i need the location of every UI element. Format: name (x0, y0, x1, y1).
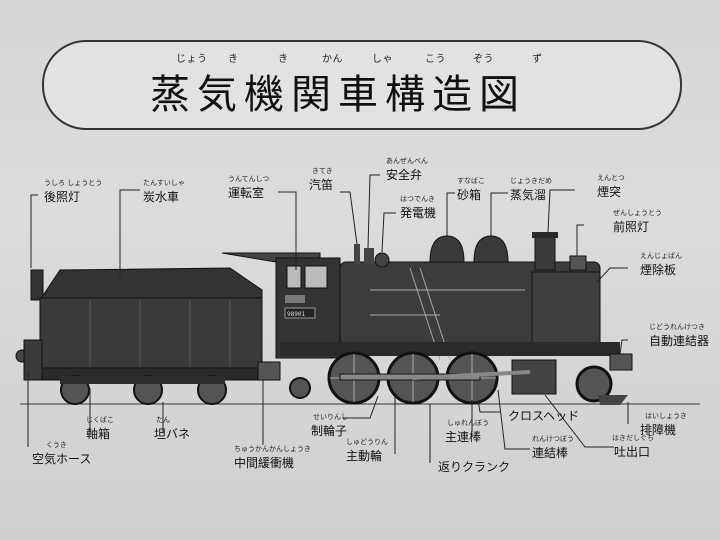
label-ruby: ちゅうかんかんしょうき (234, 445, 311, 453)
label-rear-headlight: 後照灯 (44, 190, 81, 204)
coupler (609, 353, 633, 371)
generator (374, 252, 390, 268)
label-ruby: ぜんしょうとう (613, 209, 662, 217)
pilot (598, 395, 628, 405)
label-headlight: 前照灯 (613, 220, 650, 234)
chimney (534, 235, 556, 271)
label-ruby: すなばこ (457, 177, 485, 185)
leader-lines (27, 174, 629, 463)
main-rod (412, 370, 531, 380)
label-leaf-spring: 坦バネ (154, 427, 191, 441)
label-ruby: えんじょばん (640, 252, 682, 260)
label-automatic-coupler: 自動連結器 (649, 334, 710, 348)
label-ruby: はつでんき (400, 195, 435, 203)
label-ruby: はきだしぐち (612, 434, 654, 442)
label-tender: 炭水車 (143, 190, 180, 204)
label-ruby: じくばこ (86, 416, 114, 424)
label-ruby: れんけつぼう (532, 435, 574, 443)
title-ruby: き (278, 54, 289, 65)
label-main-rod: 主連棒 (445, 430, 482, 444)
chimney-cap (532, 232, 558, 238)
label-pilot: 排障機 (640, 423, 677, 437)
label-exhaust-port: 吐出口 (614, 445, 651, 459)
label-safety-valve: 安全弁 (386, 168, 423, 182)
label-ruby: じょうきだめ (510, 177, 552, 185)
intermediate-buffer (257, 361, 281, 381)
coupling-rod (339, 373, 481, 381)
title-frame (42, 40, 682, 130)
label-ruby: えんとつ (597, 174, 625, 182)
label-steam-dome: 蒸気溜 (510, 188, 547, 202)
cylinder (511, 359, 557, 395)
label-ruby: じどうれんけつき (649, 323, 705, 331)
label-generator: 発電機 (400, 206, 437, 220)
steam-dome (473, 235, 509, 263)
title-ruby: こう (425, 54, 446, 65)
sand-dome (429, 235, 465, 263)
label-smoke-deflector: 煙除板 (640, 263, 677, 277)
title-ruby: き (228, 54, 239, 65)
label-ruby: うしろ しょうとう (44, 179, 103, 187)
label-ruby: うんてんしつ (228, 175, 270, 183)
label-ruby: たん (156, 416, 170, 424)
label-ruby: しゅれんぼう (447, 419, 489, 427)
tender-frame (60, 376, 225, 384)
label-ruby: くうき (46, 441, 67, 449)
label-chimney: 煙突 (597, 185, 622, 199)
label-ruby: はいしょうき (645, 412, 687, 420)
title-ruby: ず (532, 54, 543, 65)
title-ruby: かん (322, 54, 343, 65)
label-crosshead: クロスヘッド (508, 409, 580, 423)
label-ruby: きてき (312, 167, 333, 175)
leading-wheel (575, 365, 613, 403)
label-return-crank: 返りクランク (438, 460, 511, 474)
title-ruby: しゃ (372, 54, 393, 65)
running-board (280, 342, 620, 356)
label-brake-shoe: 制輪子 (311, 424, 348, 438)
label-coupling-rod: 連結棒 (532, 446, 569, 460)
label-ruby: せいりんし (313, 413, 348, 421)
label-air-hose: 空気ホース (32, 452, 92, 466)
label-cab: 運転室 (228, 186, 265, 200)
title-ruby: じょう (176, 54, 208, 65)
page-title: 蒸気機関車構造図 (150, 72, 526, 118)
whistle (354, 244, 360, 264)
label-intermediate-buffer: 中間緩衝機 (234, 456, 295, 470)
trailing-wheel (289, 377, 311, 399)
safety-valve (364, 248, 374, 264)
number-plate: 98901 (287, 311, 305, 318)
label-whistle: 汽笛 (309, 178, 334, 192)
label-ruby: しゅどうりん (346, 438, 388, 446)
smoke-deflector (531, 271, 601, 347)
label-axle-box: 軸箱 (86, 427, 111, 441)
label-ruby: たんすいしゃ (143, 179, 185, 187)
headlight (569, 255, 587, 271)
label-driving-wheel: 主動輪 (346, 449, 383, 463)
title-ruby: ぞう (473, 54, 494, 65)
label-sand-box: 砂箱 (457, 188, 482, 202)
label-ruby: あんぜんべん (386, 157, 428, 165)
tender (15, 267, 263, 381)
